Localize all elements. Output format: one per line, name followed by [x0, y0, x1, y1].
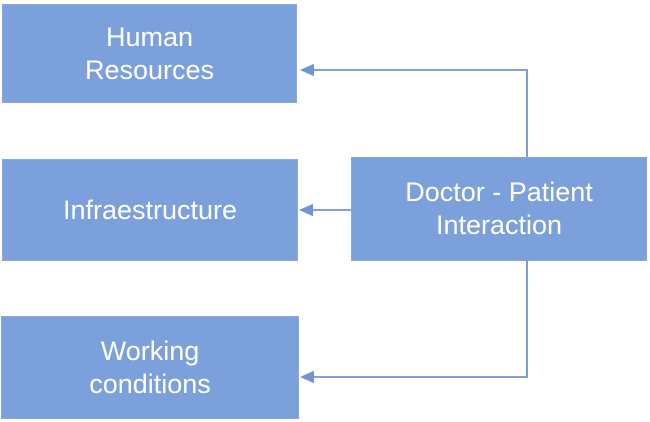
arrowhead-infraestructure-icon	[299, 203, 313, 217]
node-working-conditions-label: Working conditions	[89, 335, 211, 399]
node-infraestructure-label: Infraestructure	[62, 194, 238, 225]
edge-to-working-conditions	[314, 261, 528, 378]
arrowhead-working-conditions-icon	[300, 370, 314, 384]
node-doctor-patient-interaction-label: Doctor - Patient Interaction	[405, 177, 593, 240]
node-infraestructure: Infraestructure	[2, 159, 298, 261]
edge-to-human-resources	[313, 69, 528, 157]
node-human-resources-label: Human Resources	[84, 21, 215, 85]
arrowhead-human-resources-icon	[300, 63, 314, 77]
node-working-conditions: Working conditions	[1, 316, 299, 419]
node-human-resources: Human Resources	[2, 4, 297, 103]
node-doctor-patient-interaction: Doctor - Patient Interaction	[351, 157, 647, 261]
